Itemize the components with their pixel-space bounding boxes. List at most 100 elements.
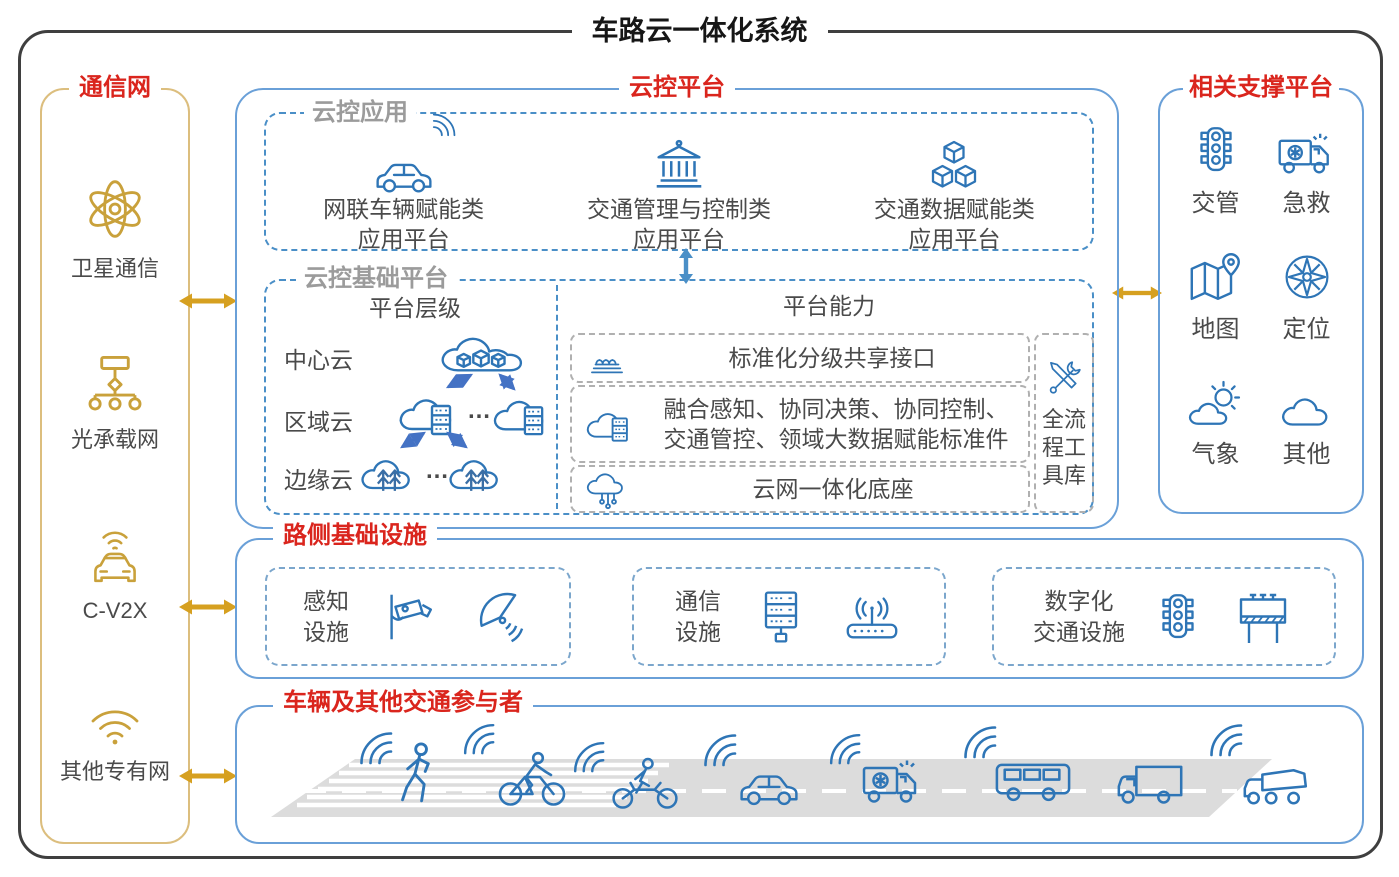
pedestrian-icon xyxy=(395,741,441,807)
billboard-icon xyxy=(1231,588,1295,646)
participants-label: 车辆及其他交通参与者 xyxy=(273,688,533,718)
cloud-platform-label: 云控平台 xyxy=(619,73,735,103)
support-item-positioning: 定位 xyxy=(1278,244,1336,346)
app-connected-vehicle: 网联车辆赋能类 应用平台 xyxy=(267,128,540,255)
capability-title: 平台能力 xyxy=(783,293,875,319)
dump-truck-icon xyxy=(1237,753,1317,808)
bus-icon xyxy=(993,757,1073,806)
hierarchy-title: 平台层级 xyxy=(369,295,461,321)
cloud-to-support-arrow xyxy=(1112,283,1162,303)
server-icon xyxy=(751,587,811,647)
tools-icon xyxy=(1042,356,1086,400)
comm-network-label: 通信网 xyxy=(69,73,161,103)
traffic-light-icon xyxy=(1149,588,1207,646)
signal-icon xyxy=(459,719,497,757)
map-icon xyxy=(1185,250,1247,306)
radar-icon xyxy=(471,586,533,648)
camera-icon xyxy=(379,586,441,648)
cloud-icon xyxy=(1278,389,1336,431)
cloud-base-box: 云控基础平台 平台层级 中心云 区域云 边缘云 … … xyxy=(264,264,1094,515)
communication-label: 通信 设施 xyxy=(675,588,721,645)
perception-facilities-box: 感知 设施 xyxy=(265,567,571,666)
support-label: 定位 xyxy=(1282,315,1331,343)
platform-capability: 平台能力 标准化分级共享接口 融合感知、协同决策、协同控制、 交通管控、领域大数… xyxy=(566,281,1094,513)
cloud-apps-box: 云控应用 网联车辆赋能类 应用平台 交通管理与控制类 应用平台 交通数据赋能类 … xyxy=(264,98,1094,252)
app-label: 交通管理与控制类 应用平台 xyxy=(586,196,771,253)
support-item-other: 其他 xyxy=(1278,369,1336,471)
platform-hierarchy: 平台层级 中心云 区域云 边缘云 … … xyxy=(274,285,556,507)
traffic-light-icon xyxy=(1187,120,1245,180)
support-label: 地图 xyxy=(1191,315,1240,343)
support-label: 交管 xyxy=(1191,190,1240,217)
capability-item-standard-parts: 融合感知、协同决策、协同控制、 交通管控、领域大数据赋能标准件 xyxy=(570,385,1030,463)
router-icon xyxy=(841,591,903,643)
hierarchy-dots: … xyxy=(467,397,492,424)
capability-item-interface: 标准化分级共享接口 xyxy=(570,333,1030,383)
capability-item-cloud-network-base: 云网一体化底座 xyxy=(570,465,1030,513)
ambulance-icon xyxy=(859,755,927,809)
signal-icon xyxy=(825,729,863,767)
car-signal-icon xyxy=(431,110,459,138)
level-edge-cloud: 边缘云 xyxy=(284,467,353,493)
satellite-icon xyxy=(80,174,150,244)
support-item-traffic-police: 交管 xyxy=(1187,118,1245,220)
participants-box: 车辆及其他交通参与者 xyxy=(235,688,1364,844)
app-traffic-data: 交通数据赋能类 应用平台 xyxy=(818,128,1091,255)
signal-icon xyxy=(569,737,607,775)
support-platform-label: 相关支撑平台 xyxy=(1183,73,1339,103)
level-central-cloud: 中心云 xyxy=(284,347,353,373)
cloud-platform-box: 云控平台 云控应用 网联车辆赋能类 应用平台 交通管理与控制类 应用平台 xyxy=(235,73,1119,529)
support-label: 急救 xyxy=(1282,190,1331,217)
comm-item-cv2x: C-V2X xyxy=(82,524,148,625)
perception-label: 感知 设施 xyxy=(303,588,349,645)
capability-label: 云网一体化底座 xyxy=(752,475,914,502)
cloud-base-label: 云控基础平台 xyxy=(296,264,456,294)
support-item-map: 地图 xyxy=(1185,244,1247,346)
digital-traffic-label: 数字化 交通设施 xyxy=(1033,588,1125,645)
comm-item-private-network: 其他专有网 xyxy=(60,695,170,786)
comm-network-box: 通信网 卫星通信 光承载网 C-V2X 其他专有网 xyxy=(40,73,190,844)
base-divider xyxy=(556,285,558,509)
signal-icon xyxy=(699,729,739,769)
weather-icon xyxy=(1186,379,1246,431)
level-regional-cloud: 区域云 xyxy=(284,409,353,435)
hierarchy-dots: … xyxy=(425,457,450,484)
toolbox-label: 全流程工具库 xyxy=(1041,406,1086,489)
comm-item-label: 光承载网 xyxy=(70,426,159,452)
comm-item-optical: 光承载网 xyxy=(71,353,159,454)
comm-to-roadside-arrow xyxy=(179,597,237,617)
support-label: 其他 xyxy=(1282,441,1331,469)
app-label: 交通数据赋能类 应用平台 xyxy=(873,196,1035,253)
comm-item-label: 其他专有网 xyxy=(59,758,170,784)
capability-label: 标准化分级共享接口 xyxy=(728,344,936,371)
roadside-label: 路侧基础设施 xyxy=(273,521,437,551)
roadside-box: 路侧基础设施 感知 设施 通信 设施 数字化 交通设施 xyxy=(235,521,1364,679)
truck-icon xyxy=(1113,757,1189,808)
shared-interface-icon xyxy=(584,339,630,377)
cloud-server-icon xyxy=(584,403,638,445)
ambulance-icon xyxy=(1275,128,1339,180)
communication-facilities-box: 通信 设施 xyxy=(632,567,946,666)
connected-car-icon xyxy=(371,154,437,194)
digital-traffic-facilities-box: 数字化 交通设施 xyxy=(992,567,1336,666)
signal-icon xyxy=(959,721,999,761)
optical-network-icon xyxy=(79,353,151,415)
data-cubes-icon xyxy=(922,136,986,194)
page-title: 车路云一体化系统 xyxy=(571,16,828,46)
toolbox-box: 全流程工具库 xyxy=(1034,333,1094,513)
signal-icon xyxy=(355,727,395,767)
capability-label: 融合感知、协同决策、协同控制、 交通管控、领域大数据赋能标准件 xyxy=(663,395,1009,452)
comm-item-satellite: 卫星通信 xyxy=(71,174,159,283)
comm-item-label: C-V2X xyxy=(82,597,148,623)
cyclist-icon xyxy=(495,749,569,807)
hierarchy-arrows xyxy=(400,373,516,449)
support-item-emergency: 急救 xyxy=(1275,118,1339,220)
car-icon xyxy=(735,765,803,807)
app-label: 网联车辆赋能类 应用平台 xyxy=(323,196,485,253)
comm-to-cloud-arrow xyxy=(179,291,237,311)
comm-item-label: 卫星通信 xyxy=(70,255,159,281)
motorcycle-icon xyxy=(609,753,681,809)
support-label: 气象 xyxy=(1191,441,1240,469)
traffic-authority-icon xyxy=(648,136,710,194)
comm-to-vehicles-arrow xyxy=(179,766,237,786)
